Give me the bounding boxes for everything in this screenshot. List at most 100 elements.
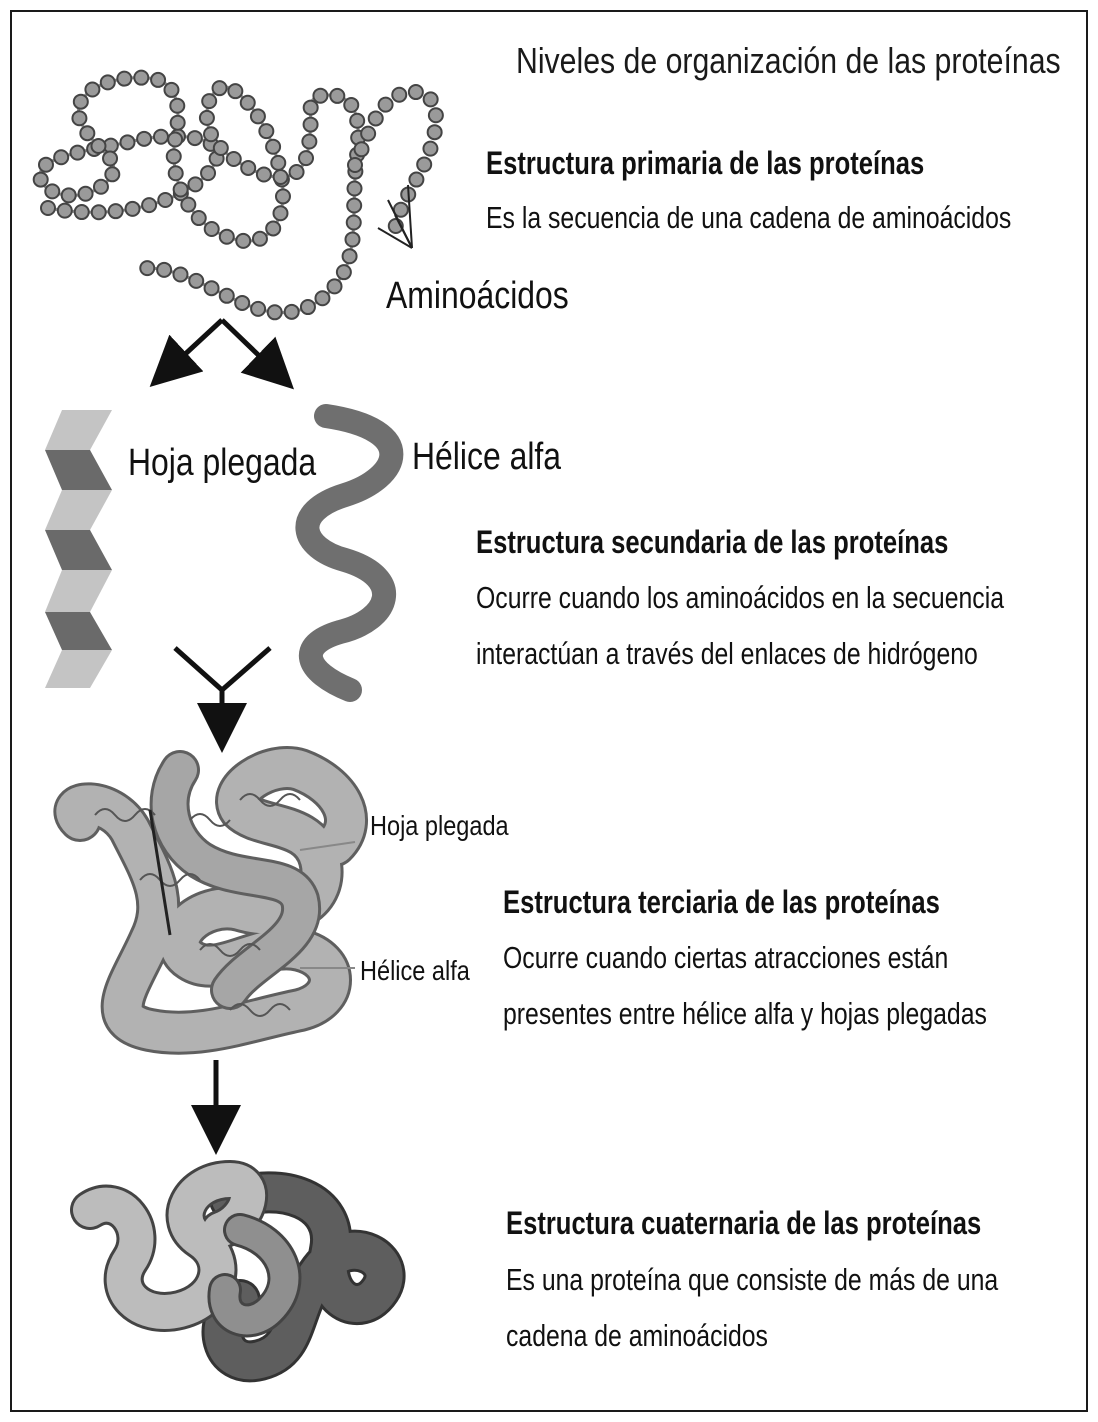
amino-acid-bead — [165, 148, 182, 165]
amino-acid-bead — [239, 94, 256, 111]
amino-acid-bead — [391, 86, 408, 103]
amino-acid-bead — [167, 131, 184, 148]
amino-acid-bead — [227, 83, 244, 100]
amino-acid-bead — [377, 96, 394, 113]
amino-acid-bead — [265, 220, 282, 237]
amino-acid-bead — [288, 163, 305, 180]
tertiary-description-line1: Ocurre cuando ciertas atracciones están — [503, 940, 949, 975]
amino-acid-bead — [37, 156, 54, 173]
amino-acid-bead — [172, 181, 189, 198]
amino-acid-bead — [201, 93, 218, 110]
amino-acid-bead — [422, 140, 439, 157]
amino-acid-bead — [407, 84, 424, 101]
amino-acid-bead — [169, 114, 186, 131]
amino-acid-bead — [302, 99, 319, 116]
amino-acid-bead — [274, 188, 291, 205]
amino-acid-bead — [79, 125, 96, 142]
amino-acid-bead — [102, 150, 119, 167]
amino-acid-bead — [167, 165, 184, 182]
amino-acid-bead — [225, 151, 242, 168]
amino-acid-bead — [180, 196, 197, 213]
amino-acids-label: Aminoácidos — [386, 275, 569, 317]
amino-acid-bead — [341, 248, 358, 265]
amino-acid-bead — [301, 133, 318, 150]
amino-acid-bead — [265, 138, 282, 155]
amino-acid-bead — [218, 287, 235, 304]
amino-acid-bead — [200, 165, 217, 182]
amino-acid-bead — [119, 134, 136, 151]
amino-acid-bead — [56, 202, 73, 219]
amino-acid-bead — [139, 260, 156, 277]
amino-acid-bead — [240, 159, 257, 176]
amino-acid-bead — [198, 109, 215, 126]
quaternary-description-line1: Es una proteína que consiste de más de u… — [506, 1262, 999, 1297]
amino-acid-bead — [169, 97, 186, 114]
amino-acid-bead — [235, 232, 252, 249]
amino-acid-bead — [156, 261, 173, 278]
amino-acid-bead — [99, 74, 116, 91]
split-arrows — [149, 318, 295, 390]
amino-acid-bead — [335, 264, 352, 281]
amino-acid-bead — [60, 187, 77, 204]
amino-acid-bead — [270, 154, 287, 171]
amino-acid-bead — [150, 71, 167, 88]
amino-acid-bead — [141, 197, 158, 214]
amino-acid-bead — [90, 138, 107, 155]
amino-acid-bead — [84, 81, 101, 98]
primary-heading: Estructura primaria de las proteínas — [486, 145, 925, 181]
amino-acid-bead — [77, 185, 94, 202]
amino-acid-bead — [107, 203, 124, 220]
amino-acid-bead — [163, 81, 180, 98]
amino-acid-bead — [329, 87, 346, 104]
amino-acid-bead — [346, 197, 363, 214]
amino-acid-bead — [344, 231, 361, 248]
amino-acid-bead — [346, 180, 363, 197]
amino-acid-bead — [283, 303, 300, 320]
secondary-heading: Estructura secundaria de las proteínas — [476, 524, 949, 560]
amino-acid-bead — [426, 124, 443, 141]
amino-acid-bead — [211, 80, 228, 97]
amino-acid-bead — [188, 272, 205, 289]
pleated-sheet-shape — [45, 410, 112, 688]
pleated-sheet-label: Hoja plegada — [128, 442, 317, 484]
amino-acid-bead — [218, 228, 235, 245]
amino-acid-bead — [345, 214, 362, 231]
amino-acid-bead — [299, 299, 316, 316]
amino-acid-bead — [133, 69, 150, 86]
amino-acid-bead — [258, 123, 275, 140]
amino-acid-bead — [124, 200, 141, 217]
amino-acid-bead — [367, 110, 384, 127]
merge-arrow — [173, 646, 272, 753]
amino-acid-bead — [353, 141, 370, 158]
quaternary-description-line2: cadena de aminoácidos — [506, 1318, 768, 1353]
secondary-description-line1: Ocurre cuando los aminoácidos en la secu… — [476, 580, 1004, 615]
alpha-helix-label: Hélice alfa — [412, 436, 562, 478]
amino-acid-bead — [234, 294, 251, 311]
amino-acid-bead — [203, 220, 220, 237]
tertiary-structure-shape — [53, 746, 368, 1055]
diagram-title: Niveles de organización de las proteínas — [516, 40, 1061, 81]
tertiary-description-line2: presentes entre hélice alfa y hojas pleg… — [503, 996, 987, 1031]
amino-acid-bead — [249, 108, 266, 125]
tertiary-helix-label: Hélice alfa — [360, 955, 470, 986]
amino-acid-bead — [53, 149, 70, 166]
amino-acid-bead — [349, 112, 366, 129]
amino-acid-bead — [172, 266, 189, 283]
amino-acid-bead — [203, 280, 220, 297]
amino-acid-bead — [152, 128, 169, 145]
amino-acid-bead — [212, 140, 229, 157]
amino-acid-bead — [90, 204, 107, 221]
amino-acid-bead — [272, 169, 289, 186]
amino-acid-bead — [203, 126, 220, 143]
alpha-helix-shape — [295, 404, 404, 702]
amino-acid-bead — [427, 107, 444, 124]
amino-acid-bead — [255, 166, 272, 183]
quaternary-structure-shape — [70, 1160, 406, 1383]
amino-acid-chain — [32, 69, 444, 321]
amino-acid-bead — [44, 183, 61, 200]
amino-acid-bead — [136, 130, 153, 147]
primary-description: Es la secuencia de una cadena de aminoác… — [486, 200, 1012, 235]
secondary-description-line2: interactúan a través del enlaces de hidr… — [476, 636, 978, 671]
amino-acid-bead — [347, 157, 363, 173]
amino-acid-bead — [92, 178, 109, 195]
